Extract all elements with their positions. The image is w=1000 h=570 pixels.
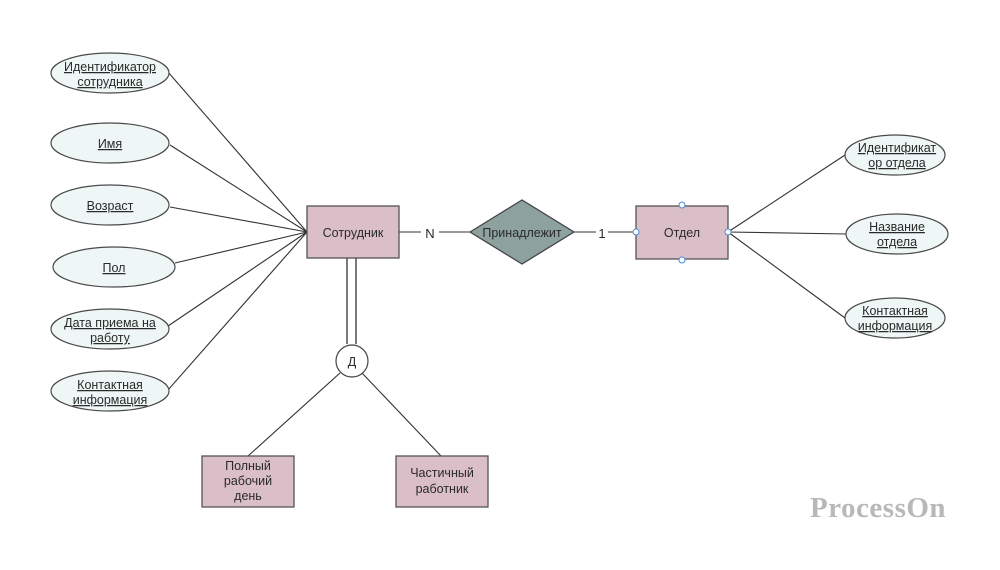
entity-employee[interactable]: Сотрудник [306, 205, 400, 259]
attr-department-contact-line2: информация [858, 319, 933, 333]
attr-name[interactable]: Имя [50, 122, 170, 164]
attr-gender[interactable]: Пол [52, 246, 176, 288]
attr-age-label: Возраст [87, 199, 134, 213]
connector-gender [174, 231, 308, 264]
entity-employee-label: Сотрудник [323, 226, 384, 240]
attr-employee-id-line1: Идентификатор [64, 60, 156, 74]
connector-hire-date [167, 231, 308, 327]
disjoint-label: Д [348, 355, 357, 369]
cardinality-department: 1 [598, 226, 605, 241]
connector-age [169, 206, 308, 233]
attr-department-id[interactable]: Идентификат ор отдела [844, 134, 946, 176]
entity-part-time-line2: работник [416, 482, 469, 496]
handle-top[interactable] [678, 201, 686, 209]
attr-department-id-line1: Идентификат [858, 141, 937, 155]
attr-department-contact[interactable]: Контактная информация [844, 297, 946, 339]
cardinality-employee: N [425, 226, 434, 241]
connector-employee-contact [167, 231, 308, 391]
connector-disjoint-full-time [247, 372, 341, 457]
connector-employee-id [167, 71, 308, 233]
entity-part-time[interactable]: Частичный работник [395, 455, 489, 508]
connector-department-contact [727, 231, 846, 319]
attr-employee-contact[interactable]: Контактная информация [50, 370, 170, 412]
handle-bottom[interactable] [678, 256, 686, 264]
attr-department-name-line2: отдела [877, 235, 917, 249]
processon-watermark: ProcessOn [810, 492, 947, 524]
relationship-label: Принадлежит [482, 226, 562, 240]
connector-department-name [727, 231, 847, 235]
entity-full-time[interactable]: Полный рабочий день [201, 455, 295, 508]
attr-age[interactable]: Возраст [50, 184, 170, 226]
relationship-belongs-to[interactable]: Принадлежит [468, 199, 576, 265]
cardinality-group: N 1 [425, 226, 605, 241]
entity-full-time-line3: день [234, 489, 262, 503]
entity-full-time-line1: Полный [225, 459, 271, 473]
connector-disjoint-part-time [361, 372, 442, 457]
entity-full-time-line2: рабочий [224, 474, 272, 488]
attr-department-id-line2: ор отдела [868, 156, 925, 170]
attr-department-name-line1: Название [869, 220, 925, 234]
attr-employee-contact-line2: информация [73, 393, 148, 407]
entity-department-label: Отдел [664, 226, 700, 240]
entity-part-time-line1: Частичный [410, 466, 474, 480]
attr-gender-label: Пол [103, 261, 126, 275]
handle-left[interactable] [632, 228, 640, 236]
attr-hire-date[interactable]: Дата приема на работу [50, 308, 170, 350]
attr-hire-date-line2: работу [90, 331, 131, 345]
attr-name-label: Имя [98, 137, 122, 151]
entity-department[interactable]: Отдел [635, 205, 729, 260]
handle-right[interactable] [724, 228, 732, 236]
attr-department-name[interactable]: Название отдела [845, 213, 949, 255]
attr-department-contact-line1: Контактная [862, 304, 928, 318]
attr-employee-contact-line1: Контактная [77, 378, 143, 392]
connector-name [169, 144, 308, 233]
attr-hire-date-line1: Дата приема на [64, 316, 156, 330]
connector-department-id [727, 154, 846, 233]
selection-handles [632, 201, 732, 264]
attr-employee-id[interactable]: Идентификатор сотрудника [50, 52, 170, 94]
disjoint-specialization[interactable]: Д [335, 344, 369, 378]
employee-attribute-connectors [167, 71, 308, 391]
attr-employee-id-line2: сотрудника [77, 75, 142, 89]
department-attribute-connectors [727, 154, 847, 319]
